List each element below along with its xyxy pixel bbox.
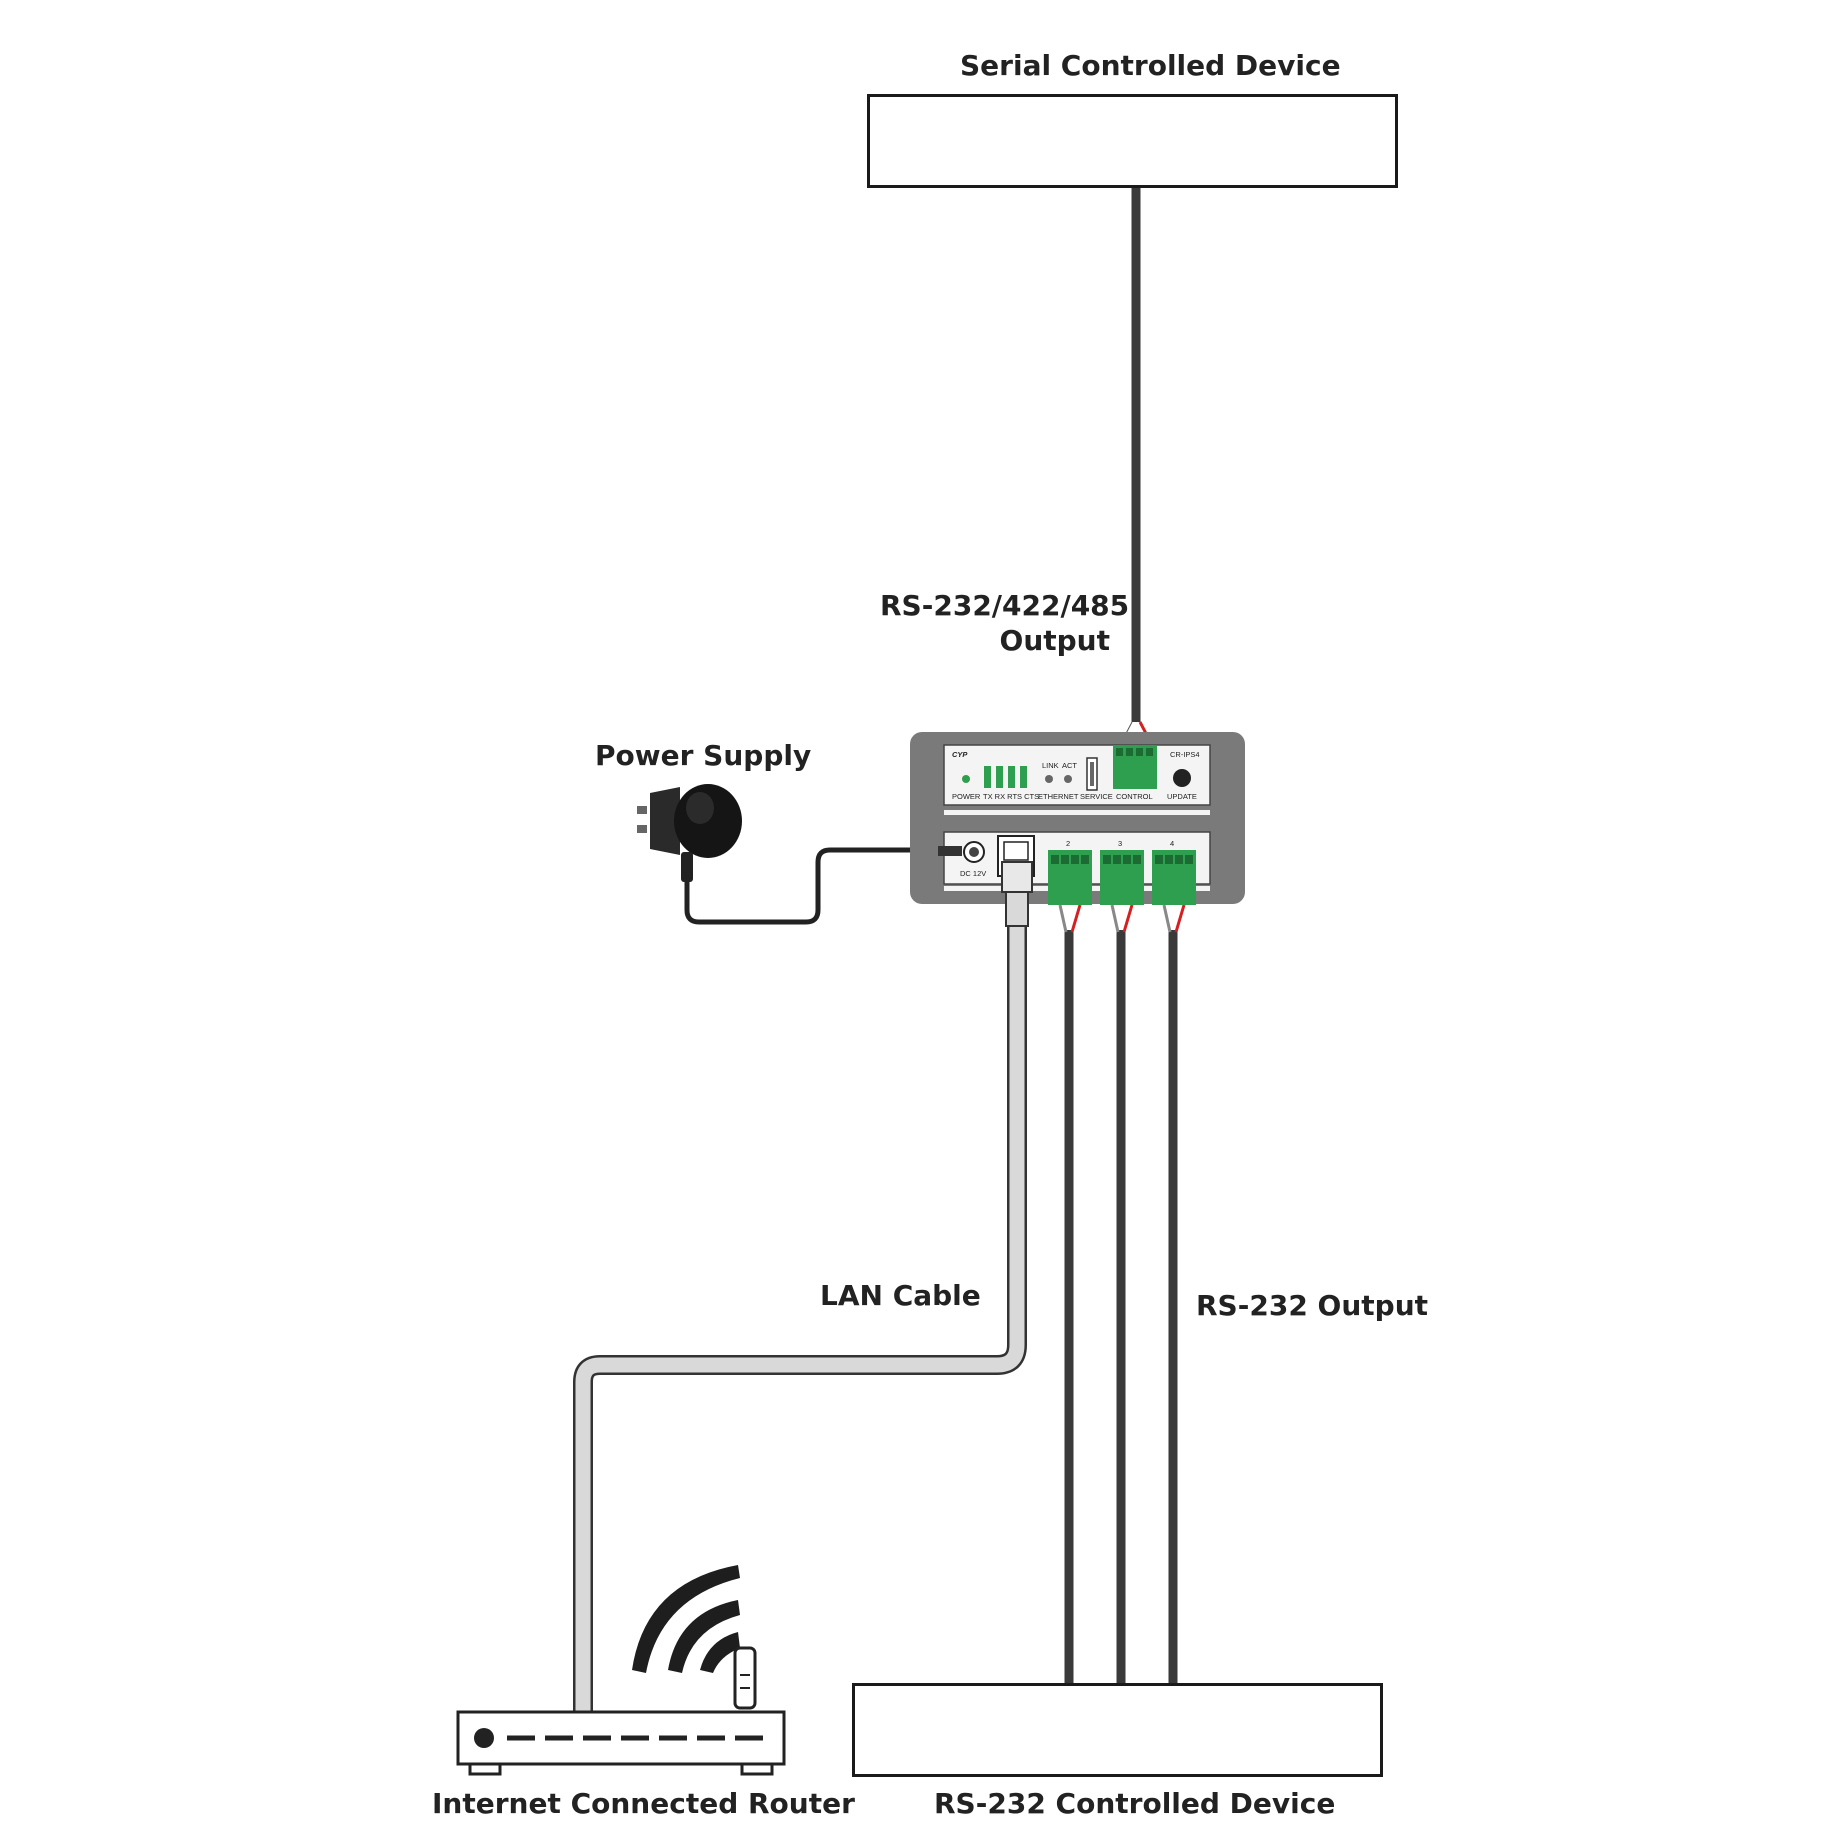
device-cr-ips4: CYP CR-IPS4 POWER TX RX RTS CTS LINK ACT… xyxy=(910,732,1245,927)
svg-text:SERVICE: SERVICE xyxy=(1080,792,1113,801)
rs232-output-label: RS-232 Output xyxy=(1196,1289,1429,1322)
lan-cable xyxy=(573,925,1027,1712)
svg-text:4: 4 xyxy=(1170,839,1174,848)
wifi-signal-icon xyxy=(632,1565,740,1673)
svg-text:UPDATE: UPDATE xyxy=(1167,792,1197,801)
svg-text:LINK: LINK xyxy=(1042,761,1059,770)
svg-text:DC 12V: DC 12V xyxy=(960,869,986,878)
power-led xyxy=(962,775,970,783)
svg-text:POWER: POWER xyxy=(952,792,981,801)
control-terminal-block-icon xyxy=(1113,745,1157,789)
svg-text:2: 2 xyxy=(1066,839,1070,848)
lan-cable-label: LAN Cable xyxy=(820,1279,981,1312)
router-icon xyxy=(456,1646,786,1776)
rs-multi-output-label: RS-232/422/485 Output xyxy=(880,588,1130,658)
serial-leds xyxy=(984,766,1027,788)
serial-device-label: Serial Controlled Device xyxy=(960,49,1341,82)
model-label: CR-IPS4 xyxy=(1170,750,1200,759)
svg-text:CONTROL: CONTROL xyxy=(1116,792,1153,801)
rs232-output-cables xyxy=(1058,904,1186,1686)
serial-controlled-device-box xyxy=(867,94,1398,188)
power-cord xyxy=(684,847,935,925)
rs232-controlled-device-box xyxy=(852,1683,1383,1777)
rs-multi-output-line2: Output xyxy=(999,624,1110,657)
rj45-plug-icon xyxy=(1001,861,1033,927)
svg-text:ETHERNET: ETHERNET xyxy=(1038,792,1079,801)
rs-multi-output-line1: RS-232/422/485 xyxy=(880,589,1130,622)
svg-text:3: 3 xyxy=(1118,839,1122,848)
router-label: Internet Connected Router xyxy=(432,1787,855,1820)
rs232-device-label: RS-232 Controlled Device xyxy=(934,1787,1336,1820)
brand-logo: CYP xyxy=(952,750,968,759)
power-adapter-icon xyxy=(637,784,742,882)
update-button xyxy=(1173,769,1191,787)
power-supply-label: Power Supply xyxy=(595,739,812,772)
terminal-block-icon xyxy=(1048,850,1196,905)
svg-text:ACT: ACT xyxy=(1062,761,1077,770)
svg-text:TX RX RTS CTS: TX RX RTS CTS xyxy=(983,792,1039,801)
